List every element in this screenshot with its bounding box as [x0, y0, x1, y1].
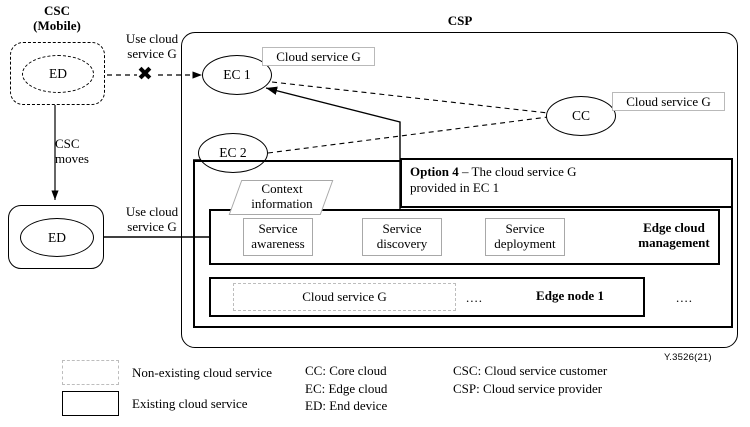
legend-abbr-ed: ED: End device — [305, 398, 388, 414]
legend-label-non-existing: Non-existing cloud service — [132, 365, 273, 380]
service-awareness-box[interactable]: Service awareness — [243, 218, 313, 256]
use-bottom-line1: Use cloud — [125, 204, 179, 219]
service-awareness-line2: awareness — [251, 236, 305, 251]
option-4-name: Option 4 — [410, 164, 459, 179]
edge-node-ellipsis-inner: .... — [466, 290, 483, 305]
csc-title: CSC (Mobile) — [22, 3, 92, 33]
service-deployment-box[interactable]: Service deployment — [485, 218, 565, 256]
service-deployment-line2: deployment — [494, 236, 556, 251]
edge-node-cloud-service-box: Cloud service G — [233, 283, 456, 311]
legend-abbr-csp: CSP: Cloud service provider — [453, 380, 603, 396]
service-discovery-line1: Service — [382, 221, 422, 237]
edge-node-1-title: Edge node 1 — [536, 288, 604, 303]
service-awareness-line1: Service — [258, 221, 298, 237]
context-line1: Context — [261, 181, 303, 196]
edge-cloud-mgmt-line1: Edge cloud — [643, 220, 705, 235]
csc-moves-label: CSC moves — [55, 136, 127, 166]
cc-cloud-service-label: Cloud service G — [612, 92, 725, 111]
legend-abbreviations-col1: CC: Core cloud EC: Edge cloud ED: End de… — [305, 362, 387, 415]
context-line2: information — [251, 195, 313, 211]
csc-title-line1: CSC — [43, 3, 70, 18]
blocked-x-icon: ✖ — [137, 64, 153, 85]
option-4-text-line1: The cloud service G — [471, 164, 577, 179]
service-discovery-box[interactable]: Service discovery — [362, 218, 442, 256]
legend-label-existing: Existing cloud service — [132, 396, 248, 411]
csp-container — [181, 32, 738, 348]
ed-top-node: ED — [22, 55, 94, 93]
ec2-node: EC 2 — [198, 133, 268, 173]
legend-swatch-non-existing — [62, 360, 119, 385]
context-information-label: Context information — [232, 181, 332, 211]
option-4-text-line2: provided in EC 1 — [410, 179, 500, 195]
edge-cloud-management-title: Edge cloud management — [628, 220, 720, 250]
ed-bottom-label: ED — [48, 229, 66, 245]
service-discovery-line2: discovery — [376, 236, 428, 251]
csc-mobile-container — [10, 42, 105, 105]
option-4-text: Option 4 – The cloud service G provided … — [410, 164, 728, 196]
option-4-dash: – — [462, 164, 469, 179]
legend-abbr-ec: EC: Edge cloud — [305, 380, 388, 396]
csp-title: CSP — [447, 13, 473, 28]
legend-abbr-csc: CSC: Cloud service customer — [453, 363, 608, 378]
edge-node-ellipsis-outer: .... — [676, 290, 693, 305]
csc-moves-line2: moves — [55, 150, 89, 166]
ec2-label: EC 2 — [219, 145, 247, 160]
legend-abbreviations-col2: CSC: Cloud service customer CSP: Cloud s… — [453, 362, 607, 397]
service-deployment-line1: Service — [505, 221, 545, 237]
option-4-callout — [400, 158, 733, 208]
use-cloud-service-top-label: Use cloud service G — [110, 31, 194, 61]
edge-cloud-mgmt-line2: management — [638, 234, 710, 250]
use-top-line1: Use cloud — [125, 31, 179, 46]
legend-swatch-existing — [62, 391, 119, 416]
figure-id: Y.3526(21) — [664, 352, 712, 363]
ec1-label: EC 1 — [223, 67, 251, 82]
legend-abbr-cc: CC: Core cloud — [305, 363, 387, 378]
csc-moves-line1: CSC — [55, 136, 80, 151]
use-cloud-service-bottom-label: Use cloud service G — [110, 204, 194, 234]
ed-bottom-node: ED — [20, 218, 94, 257]
cc-node: CC — [546, 96, 616, 136]
ed-top-label: ED — [49, 66, 67, 81]
csc-title-line2: (Mobile) — [33, 17, 81, 33]
csc-moved-container — [8, 205, 104, 269]
use-top-line2: service G — [127, 45, 177, 61]
ec1-cloud-service-label: Cloud service G — [262, 47, 375, 66]
use-bottom-line2: service G — [127, 218, 177, 234]
ec1-node: EC 1 — [202, 55, 272, 95]
cc-label: CC — [571, 108, 590, 123]
